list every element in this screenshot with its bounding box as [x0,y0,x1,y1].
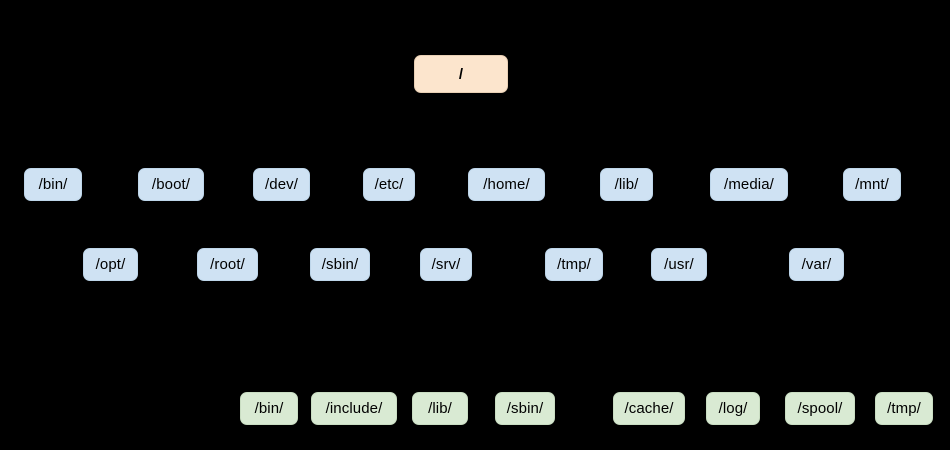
node-lib[interactable]: /lib/ [412,392,468,425]
node-etc[interactable]: /etc/ [363,168,415,201]
node-mnt[interactable]: /mnt/ [843,168,901,201]
node-srv[interactable]: /srv/ [420,248,472,281]
node-root[interactable]: / [414,55,508,93]
node-cache[interactable]: /cache/ [613,392,685,425]
node-sbin[interactable]: /sbin/ [495,392,555,425]
node-root[interactable]: /root/ [197,248,258,281]
node-opt[interactable]: /opt/ [83,248,138,281]
node-boot[interactable]: /boot/ [138,168,204,201]
node-tmp[interactable]: /tmp/ [545,248,603,281]
node-sbin[interactable]: /sbin/ [310,248,370,281]
node-usr[interactable]: /usr/ [651,248,707,281]
node-var[interactable]: /var/ [789,248,844,281]
node-dev[interactable]: /dev/ [253,168,310,201]
node-bin[interactable]: /bin/ [24,168,82,201]
node-tmp[interactable]: /tmp/ [875,392,933,425]
node-log[interactable]: /log/ [706,392,760,425]
node-include[interactable]: /include/ [311,392,397,425]
node-bin[interactable]: /bin/ [240,392,298,425]
node-spool[interactable]: /spool/ [785,392,855,425]
node-home[interactable]: /home/ [468,168,545,201]
node-lib[interactable]: /lib/ [600,168,653,201]
node-media[interactable]: /media/ [710,168,788,201]
